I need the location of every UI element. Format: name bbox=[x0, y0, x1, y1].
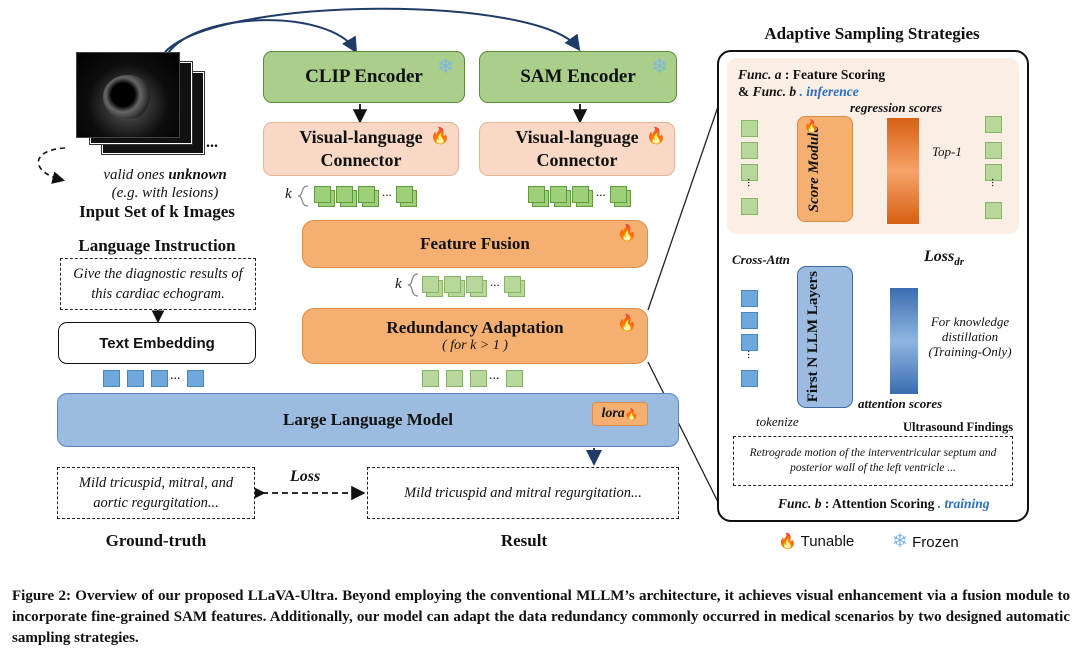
score-module-box: Score Module 🔥 bbox=[797, 116, 853, 222]
text-token bbox=[103, 370, 120, 387]
redundancy-adaptation-box: Redundancy Adaptation ( for k > 1 ) 🔥 bbox=[302, 308, 648, 364]
ground-truth-label: Ground-truth bbox=[105, 531, 207, 550]
token-dots: ... bbox=[745, 178, 759, 187]
frozen-icon: ❄ bbox=[892, 531, 908, 552]
token-dots: ... bbox=[989, 178, 1003, 187]
result-box: Mild tricuspid and mitral regurgitation.… bbox=[367, 467, 679, 519]
fused-feature-tokens: ... bbox=[420, 274, 530, 300]
figure-caption: Figure 2: Overview of our proposed LLaVA… bbox=[12, 588, 1070, 646]
attention-score-bar bbox=[890, 288, 918, 394]
echo-image-stack bbox=[74, 50, 210, 160]
lora-badge: lora🔥 bbox=[592, 402, 648, 426]
knowledge-distillation-label: For knowledge distillation (Training-Onl… bbox=[928, 314, 1012, 359]
k-label: k bbox=[285, 186, 292, 202]
selected-token bbox=[985, 142, 1002, 159]
feature-token bbox=[741, 120, 758, 137]
finding-token bbox=[741, 290, 758, 307]
sam-encoder-box: SAM Encoder ❄ bbox=[479, 51, 677, 103]
func-b-attention-label: Func. b : Attention Scoring . training bbox=[778, 496, 990, 511]
large-language-model-box: Large Language Model lora🔥 bbox=[57, 393, 679, 447]
first-n-llm-layers-box: First N LLM Layers bbox=[797, 266, 853, 408]
attention-scores-label: attention scores bbox=[858, 396, 943, 411]
valid-ones-dashed-arrow bbox=[37, 147, 66, 184]
tunable-icon: 🔥 bbox=[646, 128, 666, 145]
feature-fusion-box: Feature Fusion 🔥 bbox=[302, 220, 648, 268]
cross-attn-label: Cross-Attn bbox=[732, 252, 790, 267]
findings-text-box: Retrograde motion of the interventricula… bbox=[733, 436, 1013, 486]
clip-connector-box: Visual-language Connector 🔥 bbox=[263, 122, 459, 176]
tunable-icon: 🔥 bbox=[430, 128, 450, 145]
token-dots: ... bbox=[745, 350, 759, 359]
clip-feature-tokens: ... bbox=[312, 184, 422, 210]
image-to-sam-arrow bbox=[164, 7, 581, 53]
valid-ones-label: valid ones unknown (e.g. with lesions) bbox=[103, 167, 227, 201]
language-instruction-label: Language Instruction bbox=[78, 236, 236, 255]
selected-token bbox=[985, 116, 1002, 133]
feature-scoring-region bbox=[727, 58, 1019, 234]
frozen-icon: ❄ bbox=[437, 56, 454, 78]
tunable-icon: 🔥 bbox=[617, 225, 637, 242]
legend-frozen: ❄ Frozen bbox=[892, 531, 959, 552]
tunable-icon: 🔥 bbox=[804, 119, 819, 133]
visual-token bbox=[470, 370, 487, 387]
k-label: k bbox=[395, 276, 402, 292]
tunable-icon: 🔥 bbox=[617, 315, 637, 332]
regression-score-bar bbox=[887, 118, 919, 224]
frozen-icon: ❄ bbox=[651, 56, 668, 78]
finding-token bbox=[741, 370, 758, 387]
loss-label: Loss bbox=[290, 468, 321, 485]
token-dots: ... bbox=[170, 368, 181, 383]
echo-image bbox=[76, 52, 180, 138]
sam-connector-box: Visual-language Connector 🔥 bbox=[479, 122, 675, 176]
loss-dr-label: Lossdr bbox=[924, 248, 965, 269]
input-set-label: Input Set of k Images bbox=[79, 202, 235, 221]
ground-truth-box: Mild tricuspid, mitral, and aortic regur… bbox=[57, 467, 255, 519]
image-dots: ... bbox=[206, 134, 218, 151]
text-token bbox=[127, 370, 144, 387]
selected-token bbox=[985, 164, 1002, 181]
instruction-text-box: Give the diagnostic results of this card… bbox=[60, 258, 256, 310]
adaptive-sampling-title: Adaptive Sampling Strategies bbox=[764, 24, 980, 43]
sam-feature-tokens: ... bbox=[526, 184, 636, 210]
legend-tunable: 🔥 Tunable bbox=[778, 533, 855, 550]
finding-token bbox=[741, 334, 758, 351]
text-embedding-box: Text Embedding bbox=[58, 322, 256, 364]
regression-scores-label: regression scores bbox=[850, 100, 943, 115]
result-label: Result bbox=[500, 531, 548, 550]
feature-token bbox=[741, 164, 758, 181]
text-token bbox=[187, 370, 204, 387]
visual-token bbox=[506, 370, 523, 387]
finding-token bbox=[741, 312, 758, 329]
token-dots: ... bbox=[489, 368, 500, 383]
func-a-label: Func. a : Feature Scoring & Func. b . in… bbox=[738, 67, 886, 99]
text-token bbox=[151, 370, 168, 387]
feature-token bbox=[741, 198, 758, 215]
top1-label: Top-1 bbox=[932, 144, 962, 159]
ultrasound-findings-label: Ultrasound Findings bbox=[903, 420, 1014, 434]
visual-token bbox=[422, 370, 439, 387]
tokenize-label: tokenize bbox=[756, 414, 799, 429]
visual-token bbox=[446, 370, 463, 387]
clip-encoder-box: CLIP Encoder ❄ bbox=[263, 51, 465, 103]
tunable-icon: 🔥 bbox=[778, 533, 797, 550]
selected-token bbox=[985, 202, 1002, 219]
feature-token bbox=[741, 142, 758, 159]
